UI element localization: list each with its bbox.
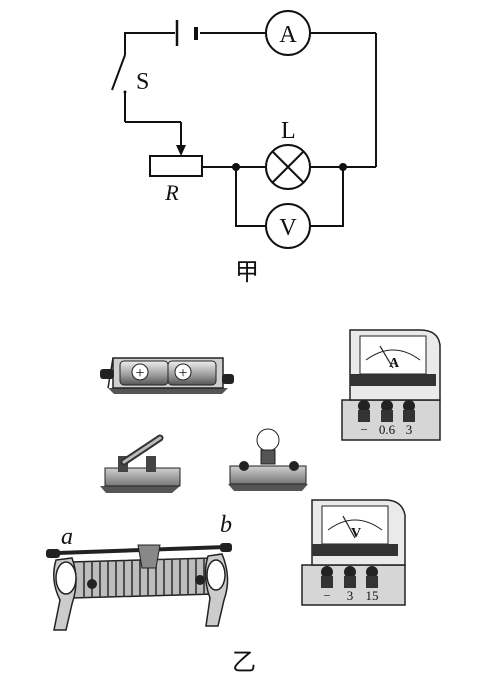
ammeter-terminal-3: 3	[406, 422, 413, 437]
ammeter-device	[341, 329, 441, 441]
circuit-caption: 甲	[235, 258, 259, 286]
voltmeter-face-symbol: V	[351, 526, 361, 541]
junction-dot-right	[339, 163, 347, 171]
apparatus-caption: 乙	[232, 648, 256, 676]
lamp-on-base	[228, 428, 308, 491]
voltmeter-label: V	[279, 215, 297, 241]
battery-cell-mark-1: +	[135, 365, 144, 382]
voltmeter-symbol-circle	[265, 203, 311, 249]
voltmeter-terminal-15: 15	[366, 588, 379, 603]
rheostat-symbol	[149, 155, 203, 177]
bulb-glass	[256, 428, 280, 452]
lamp-label: L	[281, 118, 296, 144]
rheostat-end-a-label: a	[61, 524, 73, 550]
ammeter-symbol-circle	[265, 10, 311, 56]
ammeter-face-symbol: A	[389, 356, 400, 371]
voltmeter-terminal-3: 3	[347, 588, 354, 603]
rheostat-end-b-label: b	[220, 512, 232, 538]
rheostat-label: R	[164, 180, 179, 205]
circuit-diagram	[111, 10, 377, 249]
voltmeter-device	[301, 499, 406, 606]
switch-blade	[111, 54, 126, 91]
junction-dot-left	[232, 163, 240, 171]
lamp-cross-2	[271, 150, 305, 184]
battery-holder	[100, 357, 234, 394]
battery-cell-mark-2: +	[178, 365, 187, 382]
ammeter-terminal-0.6: 0.6	[379, 422, 396, 437]
slider-arrow-head	[176, 145, 186, 156]
ammeter-label: A	[279, 22, 297, 48]
switch-label: S	[136, 69, 149, 95]
rheostat-slider	[137, 544, 161, 569]
wire-voltmeter-branch	[235, 167, 344, 227]
voltmeter-terminal-neg: −	[323, 588, 330, 603]
switch-contact	[123, 90, 127, 94]
ammeter-terminal-neg: −	[360, 422, 367, 437]
knife-switch	[100, 434, 181, 493]
rheostat-device	[46, 543, 232, 631]
wire-top	[124, 32, 175, 37]
